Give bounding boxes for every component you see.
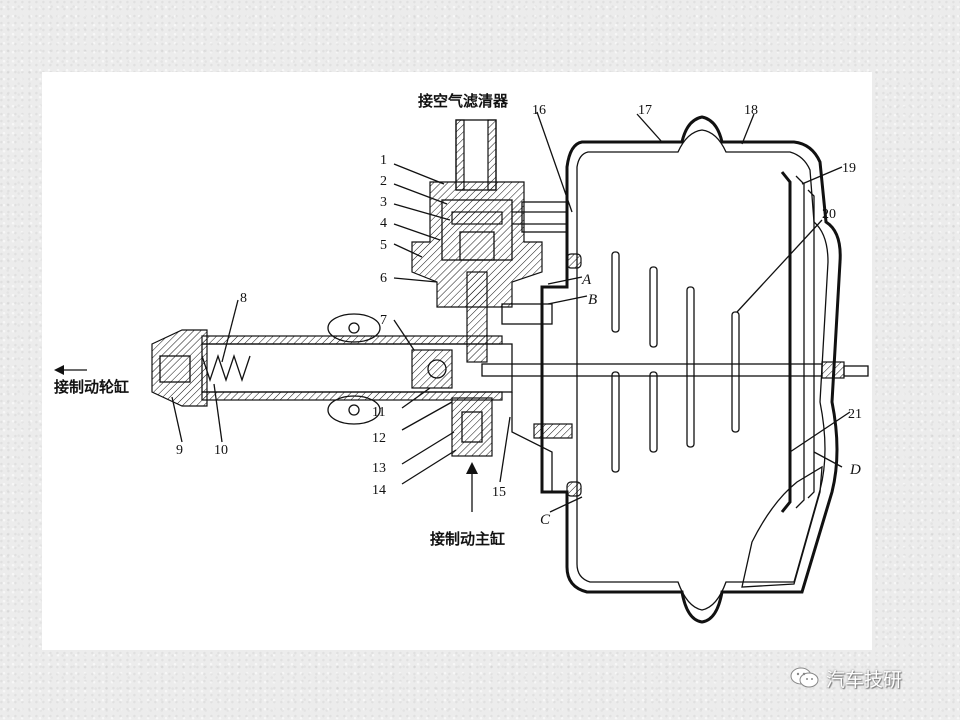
chamber-label-b: B [588, 292, 597, 308]
part-label-5: 5 [380, 238, 387, 253]
control-valve [411, 119, 568, 363]
vacuum-chamber [481, 115, 869, 624]
part-label-12: 12 [372, 431, 386, 446]
part-label-1: 1 [380, 153, 387, 168]
part-label-7: 7 [380, 313, 387, 328]
part-label-11: 11 [372, 405, 385, 420]
caption-air-filter: 接空气滤清器 [418, 92, 509, 110]
part-label-14: 14 [372, 483, 386, 498]
part-label-18: 18 [744, 103, 758, 118]
part-label-19: 19 [842, 161, 856, 176]
leader-lines [171, 111, 851, 513]
part-label-15: 15 [492, 485, 506, 500]
part-label-2: 2 [380, 174, 387, 189]
caption-master-cylinder: 接制动主缸 [430, 530, 505, 548]
part-label-4: 4 [380, 216, 387, 231]
part-label-13: 13 [372, 461, 386, 476]
wechat-icon [790, 667, 819, 688]
part-label-8: 8 [240, 291, 247, 306]
chamber-label-d: D [849, 462, 861, 478]
chamber-label-c: C [540, 512, 551, 528]
watermark: 汽车技研 [790, 666, 903, 691]
watermark-text: 汽车技研 [826, 668, 903, 691]
part-label-16: 16 [532, 103, 546, 118]
hydraulic-cylinder [54, 313, 553, 512]
part-label-17: 17 [638, 103, 652, 118]
part-label-20: 20 [822, 207, 836, 222]
chamber-label-a: A [581, 272, 592, 288]
part-label-9: 9 [176, 443, 183, 458]
part-label-10: 10 [214, 443, 228, 458]
caption-wheel-cylinder: 接制动轮缸 [54, 378, 129, 396]
diagram-panel: 接空气滤清器 接制动轮缸 接制动主缸 1 2 3 4 5 6 7 8 9 10 … [42, 72, 872, 650]
part-label-21: 21 [848, 407, 862, 422]
part-label-6: 6 [380, 271, 387, 286]
vacuum-booster-diagram: 接空气滤清器 接制动轮缸 接制动主缸 1 2 3 4 5 6 7 8 9 10 … [54, 92, 869, 624]
part-label-3: 3 [380, 195, 387, 210]
